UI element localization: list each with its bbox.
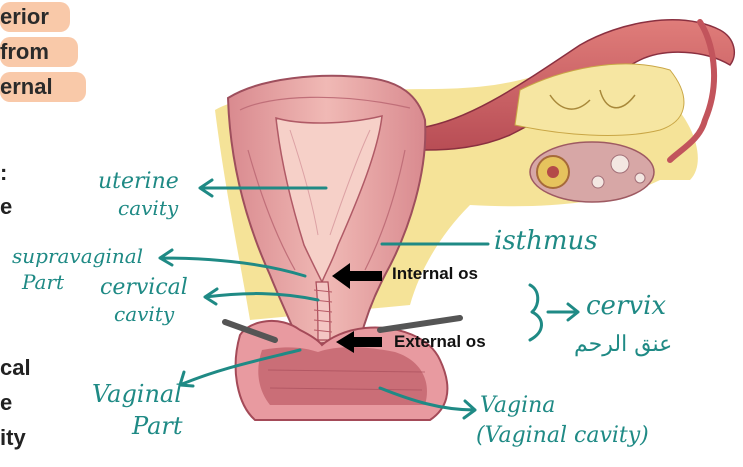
label-supravaginal-line2: Part — [22, 272, 64, 293]
label-supravaginal-line1: supravaginal — [12, 246, 143, 267]
label-isthmus: isthmus — [494, 228, 598, 255]
label-cervix: cervix — [586, 293, 666, 320]
label-vagina-line1: Vagina — [480, 394, 555, 417]
cervix-arrow — [548, 304, 578, 320]
label-cervix-arabic: عنق الرحم — [574, 333, 672, 356]
cervix-bracket — [530, 285, 542, 340]
label-uterine-cavity-line2: cavity — [118, 198, 178, 219]
label-vaginal-part-line2: Part — [132, 414, 183, 439]
label-cervical-cavity-line1: cervical — [100, 276, 188, 299]
retractor-right — [380, 318, 460, 330]
label-external-os: External os — [394, 332, 486, 352]
label-vagina-line2: (Vaginal cavity) — [476, 424, 649, 447]
label-uterine-cavity-line1: uterine — [98, 170, 179, 193]
label-vaginal-part-line1: Vaginal — [92, 382, 182, 407]
label-internal-os: Internal os — [392, 264, 478, 284]
label-cervical-cavity-line2: cavity — [114, 304, 174, 325]
